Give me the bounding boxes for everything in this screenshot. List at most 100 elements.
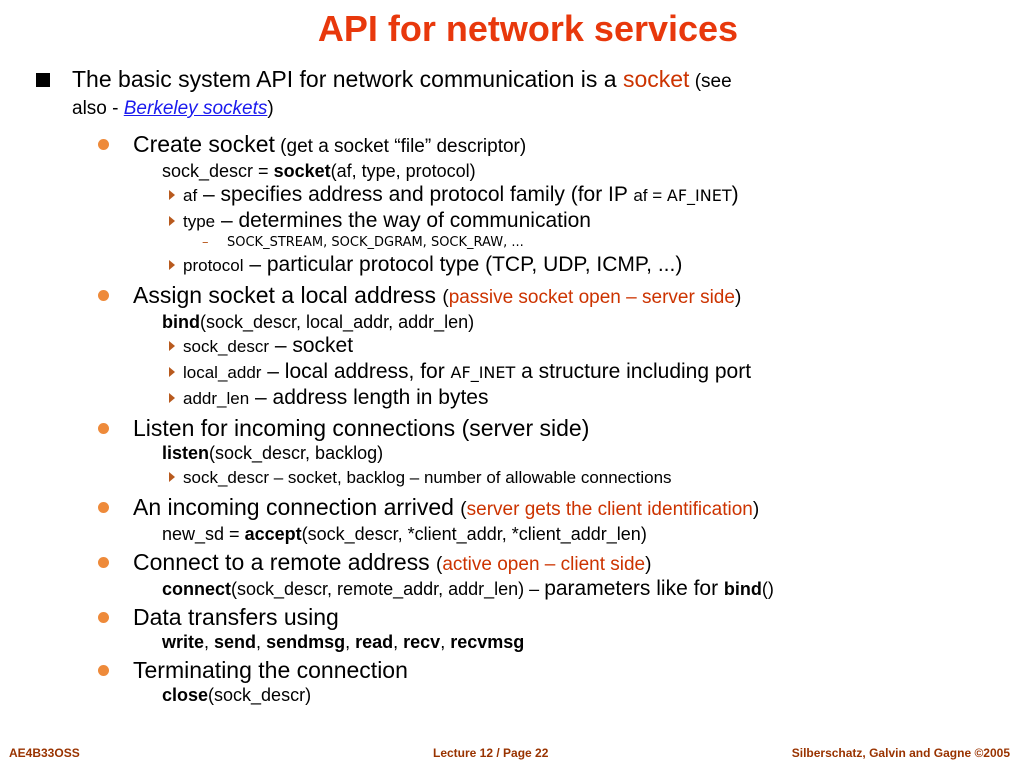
af-code: af = [633,186,667,205]
code-args: (af, type, protocol) [330,161,476,181]
code-args: (sock_descr, remote_addr, addr_len) – [231,579,545,599]
create-socket-item: Create socket (get a socket “file” descr… [36,131,1006,160]
listen-params: sock_descr – socket, backlog – number of… [36,464,1006,490]
bind-ref: bind [723,579,762,599]
triangle-bullet-icon [169,341,175,351]
separator: , [440,632,451,652]
param-name: protocol [183,256,244,275]
param-name: sock_descr [183,337,269,356]
param-desc: – local address, for [261,360,451,383]
accept-call: new_sd = accept(sock_descr, *client_addr… [36,523,1006,545]
intro-paren-open: (see [689,71,732,92]
slide-content: The basic system API for network communi… [36,67,1006,706]
close-call: close(sock_descr) [36,684,1006,706]
param-rest: a structure including port [515,360,752,383]
af-close: ) [731,183,739,206]
triangle-bullet-icon [169,472,175,482]
type-param: type – determines the way of communicati… [36,208,1006,234]
listen-heading: Listen for incoming connections (server … [133,415,590,441]
param-name: local_addr [183,363,262,382]
round-bullet-icon [98,612,109,623]
socket-highlight: socket [622,66,690,92]
dash-bullet-icon: – [202,235,209,250]
round-bullet-icon [98,557,109,568]
paren-close: ) [645,554,652,575]
code-note: parameters like for [544,577,724,600]
protocol-param: protocol – particular protocol type (TCP… [36,252,1006,278]
recvmsg-func: recvmsg [450,632,525,652]
read-func: read [355,632,394,652]
local-addr-param: local_addr – local address, for AF_INET … [36,359,1006,385]
round-bullet-icon [98,502,109,513]
round-bullet-icon [98,139,109,150]
send-func: send [214,632,257,652]
recv-func: recv [403,632,441,652]
code-ref-args: () [761,579,774,599]
param-name: type [183,212,216,231]
triangle-bullet-icon [169,393,175,403]
param-desc: – address length in bytes [249,386,489,409]
connect-note: active open – client side [442,554,646,575]
socket-call: sock_descr = socket(af, type, protocol) [36,160,1006,182]
accept-func: accept [244,524,302,544]
triangle-bullet-icon [169,260,175,270]
param-desc: – specifies address and protocol family … [197,183,634,206]
code-args: (sock_descr) [208,685,312,705]
param-desc: – socket [268,334,354,357]
slide-title: API for network services [317,8,739,49]
bind-func: bind [162,312,200,332]
assign-heading: Assign socket a local address [133,282,443,308]
type-values-text: SOCK_STREAM, SOCK_DGRAM, SOCK_RAW, ... [227,235,524,250]
socket-func: socket [273,161,331,181]
code-args: (sock_descr, *client_addr, *client_addr_… [301,524,647,544]
incoming-item: An incoming connection arrived (server g… [36,494,1006,523]
triangle-bullet-icon [169,190,175,200]
bind-call: bind(sock_descr, local_addr, addr_len) [36,311,1006,333]
terminate-item: Terminating the connection [36,657,1006,684]
type-values: – SOCK_STREAM, SOCK_DGRAM, SOCK_RAW, ... [36,234,1006,252]
round-bullet-icon [98,423,109,434]
footer-copyright: Silberschatz, Galvin and Gagne ©2005 [791,746,1010,760]
listen-func: listen [162,443,210,463]
code-args: (sock_descr, local_addr, addr_len) [200,312,475,332]
intro-paren-close: ) [267,98,274,119]
connect-item: Connect to a remote address (active open… [36,549,1006,578]
triangle-bullet-icon [169,216,175,226]
af-inet: AF_INET [666,186,732,205]
addr-len-param: addr_len – address length in bytes [36,385,1006,411]
incoming-heading: An incoming connection arrived [133,494,461,520]
incoming-note: server gets the client identification [466,499,753,520]
paren-close: ) [752,499,760,520]
terminate-heading: Terminating the connection [133,657,408,683]
param-name: addr_len [183,389,250,408]
create-heading: Create socket [133,131,275,157]
round-bullet-icon [98,290,109,301]
param-desc: sock_descr – socket, backlog – number of… [183,468,672,487]
af-param: af – specifies address and protocol fami… [36,182,1006,208]
separator: , [345,632,356,652]
code-prefix: sock_descr = [162,161,274,181]
triangle-bullet-icon [169,367,175,377]
af-inet: AF_INET [450,363,516,382]
paren-open: ( [436,554,443,575]
code-args: (sock_descr, backlog) [209,443,384,463]
footer-course: AE4B33OSS [9,746,80,760]
intro-bullet: The basic system API for network communi… [36,67,1006,121]
paren-open: ( [460,499,467,520]
close-func: close [162,685,209,705]
sendmsg-func: sendmsg [266,632,346,652]
paren-close: ) [734,287,742,308]
separator: , [204,632,215,652]
connect-heading: Connect to a remote address [133,549,436,575]
berkeley-sockets-link[interactable]: Berkeley sockets [123,98,268,119]
paren-open: ( [442,287,449,308]
transfer-heading: Data transfers using [133,604,339,630]
listen-call: listen(sock_descr, backlog) [36,442,1006,464]
param-desc: – determines the way of communication [215,209,591,232]
footer-page: Lecture 12 / Page 22 [433,746,549,760]
separator: , [256,632,267,652]
connect-func: connect [162,579,232,599]
param-desc: – particular protocol type (TCP, UDP, IC… [243,253,683,276]
round-bullet-icon [98,665,109,676]
intro-also: also - [72,98,124,119]
